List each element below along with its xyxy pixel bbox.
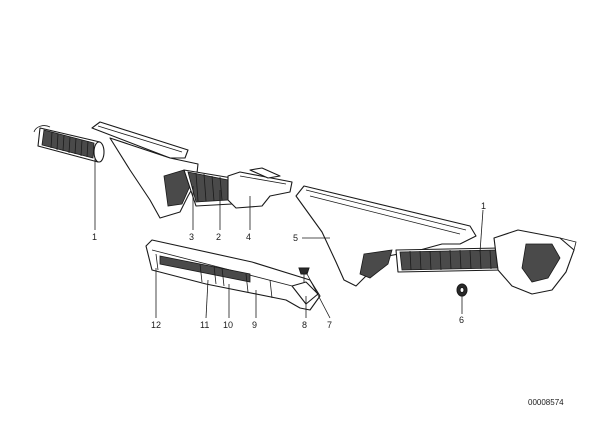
callout-4: 4 <box>246 232 251 242</box>
callout-8: 8 <box>302 320 307 330</box>
callout-9: 9 <box>252 320 257 330</box>
callout-2: 2 <box>216 232 221 242</box>
part-2-hose-center <box>183 169 233 207</box>
callout-3: 3 <box>189 232 194 242</box>
part-4-center-duct <box>227 167 293 209</box>
callout-11: 11 <box>200 320 209 330</box>
callout-5: 5 <box>293 233 298 243</box>
part-1-hose-right <box>395 247 503 273</box>
callout-10: 10 <box>223 320 233 330</box>
callout-12: 12 <box>151 320 161 330</box>
part-5-right-duct <box>295 185 477 287</box>
part-3-left-duct <box>91 121 199 219</box>
callout-labels: 1 3 2 4 5 1 12 11 10 9 8 7 6 <box>92 201 486 330</box>
part-6-clip <box>456 283 468 297</box>
lower-carrier-panel <box>145 239 321 311</box>
part-1-hose-left <box>33 125 105 163</box>
right-outlet-assembly <box>493 229 577 295</box>
document-number: 00008574 <box>528 398 564 407</box>
leader-lines <box>94 158 484 319</box>
callout-6: 6 <box>459 315 464 325</box>
callout-1-right: 1 <box>481 201 486 211</box>
callout-7: 7 <box>327 320 332 330</box>
callout-1-left: 1 <box>92 232 97 242</box>
